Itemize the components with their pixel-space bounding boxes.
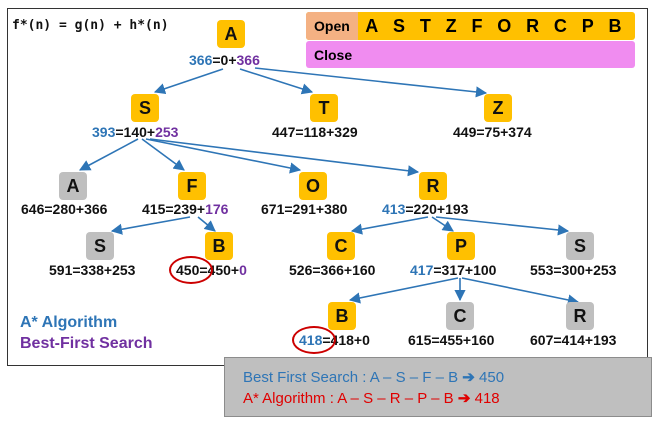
open-item: C	[553, 15, 567, 36]
label-r2: 607=414+193	[530, 332, 617, 348]
node-c1: C	[327, 232, 355, 260]
edge-s-r	[149, 138, 420, 177]
edge-f-s	[110, 216, 191, 235]
highlight-circle-450	[169, 256, 213, 284]
result-bestfirst: Best First Search : A – S – F – B ➔ 450	[243, 369, 505, 386]
open-item: A	[365, 15, 379, 36]
node-t: T	[310, 94, 338, 122]
edge-s-a	[79, 138, 139, 171]
node-f: F	[178, 172, 206, 200]
edge-f-b	[197, 216, 216, 232]
node-s3: S	[566, 232, 594, 260]
label-c1: 526=366+160	[289, 262, 376, 278]
edge-r-c	[350, 216, 429, 235]
node-b1: B	[205, 232, 233, 260]
node-s: S	[131, 94, 159, 122]
edge-a-t	[239, 68, 314, 95]
label-f: 415=239+176	[142, 201, 229, 217]
node-a2: A	[59, 172, 87, 200]
edge-s-f	[141, 138, 185, 171]
label-p: 417=317+100	[410, 262, 497, 278]
close-list: Close	[306, 41, 635, 68]
node-r2: R	[566, 302, 594, 330]
open-items: A S T Z F O R C P B	[358, 16, 635, 37]
edge-p-r	[461, 277, 580, 306]
label-o: 671=291+380	[261, 201, 348, 217]
edge-s-o	[145, 138, 302, 174]
edge-a-s	[153, 68, 224, 95]
label-z: 449=75+374	[453, 124, 532, 140]
open-item: O	[497, 15, 512, 36]
open-item: Z	[445, 15, 457, 36]
open-item: F	[471, 15, 483, 36]
node-b2: B	[328, 302, 356, 330]
edge-p-b	[348, 277, 459, 304]
label-a-root: 366=0+366	[189, 52, 260, 68]
arrow-icon: ➔	[457, 390, 471, 407]
legend-bestfirst: Best-First Search	[20, 335, 153, 352]
edge-r-s	[435, 216, 570, 236]
node-a-root: A	[217, 20, 245, 48]
open-item: P	[581, 15, 594, 36]
label-c2: 615=455+160	[408, 332, 495, 348]
label-s2: 591=338+253	[49, 262, 136, 278]
label-r: 413=220+193	[382, 201, 469, 217]
node-r: R	[419, 172, 447, 200]
open-item: R	[526, 15, 540, 36]
open-item: T	[419, 15, 431, 36]
node-c2: C	[446, 302, 474, 330]
close-label: Close	[314, 46, 353, 63]
result-astar: A* Algorithm : A – S – R – P – B ➔ 418	[243, 390, 500, 407]
label-t: 447=118+329	[272, 124, 358, 140]
edge-a-z	[254, 67, 488, 98]
formula-text: f*(n) = g(n) + h*(n)	[12, 18, 169, 33]
node-z: Z	[484, 94, 512, 122]
node-o: O	[299, 172, 327, 200]
node-s2: S	[86, 232, 114, 260]
open-list: Open A S T Z F O R C P B	[306, 12, 635, 40]
open-label: Open	[306, 12, 358, 40]
label-s: 393=140+253	[92, 124, 179, 140]
label-s3: 553=300+253	[530, 262, 617, 278]
arrow-icon: ➔	[462, 369, 475, 386]
highlight-circle-418	[292, 326, 336, 354]
result-box: Best First Search : A – S – F – B ➔ 450 …	[224, 357, 652, 417]
edge-r-p	[431, 216, 454, 232]
open-item: B	[608, 15, 622, 36]
open-item: S	[393, 15, 406, 36]
legend-astar: A* Algorithm	[20, 314, 118, 331]
label-a2: 646=280+366	[21, 201, 108, 217]
node-p: P	[447, 232, 475, 260]
